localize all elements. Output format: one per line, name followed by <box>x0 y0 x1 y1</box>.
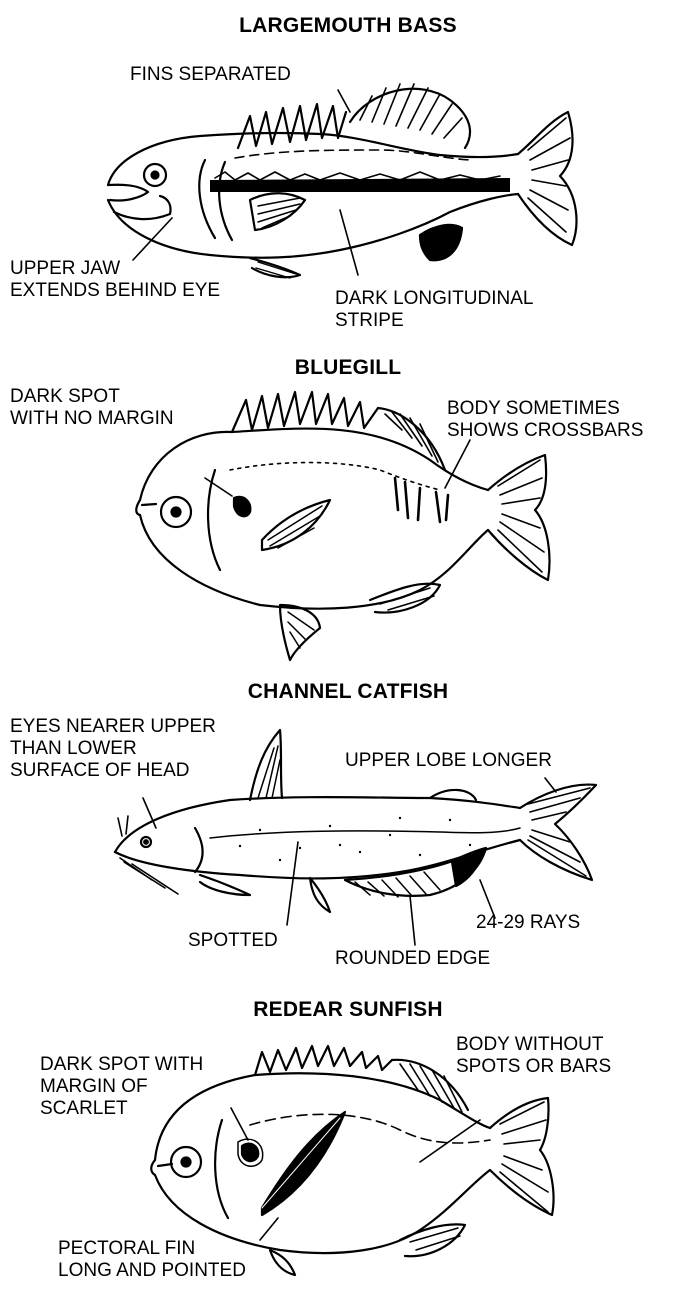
label-dark-stripe: DARK LONGITUDINALSTRIPE <box>335 288 533 332</box>
title-bluegill: BLUEGILL <box>0 356 696 380</box>
label-spotted: SPOTTED <box>188 930 278 952</box>
label-pectoral-fin: PECTORAL FINLONG AND POINTED <box>58 1238 246 1282</box>
label-rays: 24-29 RAYS <box>476 912 580 934</box>
label-body-crossbars: BODY SOMETIMESSHOWS CROSSBARS <box>447 398 643 442</box>
label-fins-separated: FINS SEPARATED <box>130 64 291 86</box>
label-eyes-nearer: EYES NEARER UPPERTHAN LOWERSURFACE OF HE… <box>10 716 216 782</box>
label-body-no-spots: BODY WITHOUTSPOTS OR BARS <box>456 1034 611 1078</box>
label-upper-jaw: UPPER JAWEXTENDS BEHIND EYE <box>10 258 220 302</box>
label-rounded-edge: ROUNDED EDGE <box>335 948 490 970</box>
title-largemouth-bass: LARGEMOUTH BASS <box>0 14 696 38</box>
title-channel-catfish: CHANNEL CATFISH <box>0 680 696 704</box>
title-redear-sunfish: REDEAR SUNFISH <box>0 998 696 1022</box>
label-dark-spot-no-margin: DARK SPOTWITH NO MARGIN <box>10 386 174 430</box>
largemouth-bass-drawing <box>108 84 576 278</box>
label-upper-lobe: UPPER LOBE LONGER <box>345 750 552 772</box>
label-dark-spot-scarlet: DARK SPOT WITHMARGIN OFSCARLET <box>40 1054 203 1120</box>
